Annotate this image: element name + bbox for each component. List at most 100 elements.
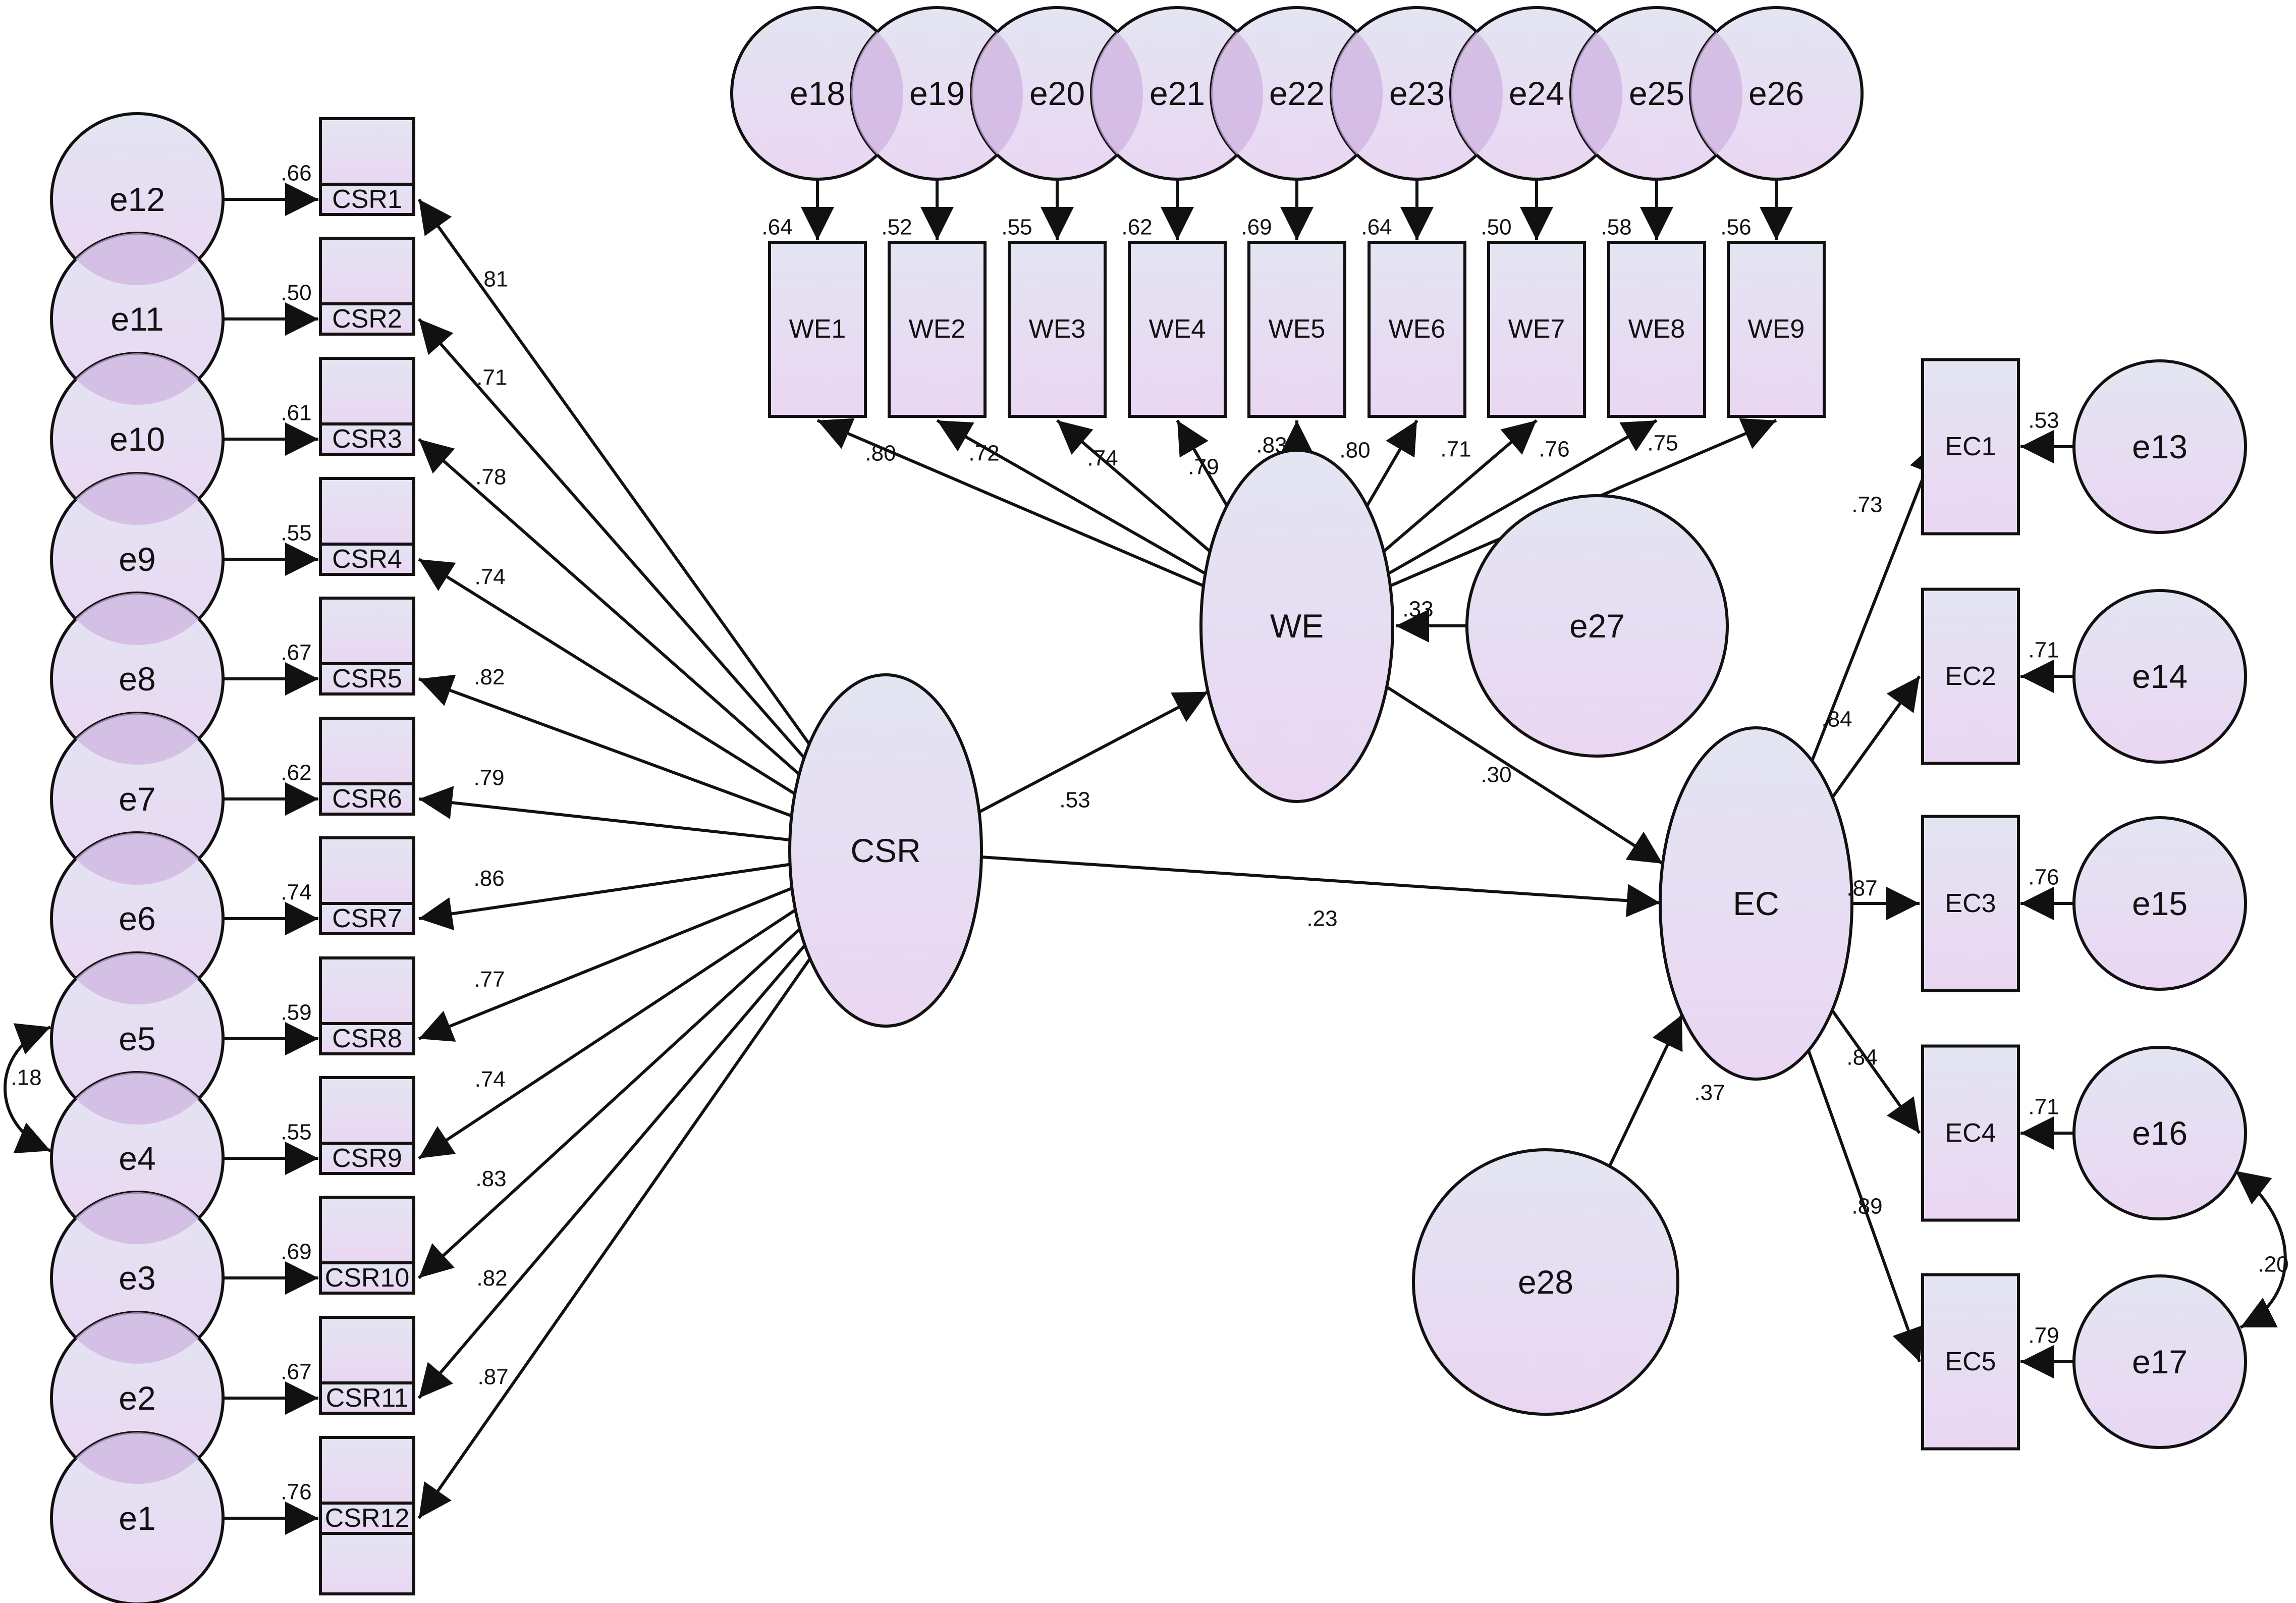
indicator-we3-label: WE3 — [1029, 314, 1086, 344]
structural-path-csr-we — [978, 690, 1209, 814]
loading-we8: .76 — [1539, 437, 1569, 462]
disturbance-e28 — [1412, 1148, 1679, 1416]
r2-csr8: .59 — [281, 1000, 311, 1025]
r2-csr6: .62 — [281, 761, 311, 785]
indicator-we8-label: WE8 — [1628, 314, 1685, 344]
indicator-ec1-label: EC1 — [1945, 432, 1996, 461]
error-e11-label: e11 — [111, 300, 163, 338]
error-e8-label: e8 — [119, 660, 155, 698]
indicator-csr12 — [319, 1502, 415, 1535]
loading-we5: .83 — [1256, 433, 1287, 458]
error-e21-label: e21 — [1150, 75, 1205, 112]
latent-we — [1199, 449, 1394, 803]
csr-spacer-box — [319, 1532, 415, 1595]
error-e13-label: e13 — [2132, 428, 2188, 465]
error-e14 — [2072, 589, 2247, 764]
indicator-we5 — [1247, 241, 1346, 418]
r2-ec2: .71 — [2028, 638, 2059, 663]
loading-path-ec5 — [1807, 1050, 1924, 1363]
disturbance-e28-label: e28 — [1518, 1263, 1573, 1301]
latent-csr — [788, 673, 983, 1028]
indicator-csr7-label: CSR7 — [332, 904, 402, 933]
indicator-ec5 — [1921, 1273, 2020, 1451]
indicator-csr2 — [319, 302, 415, 336]
csr-spacer-box — [319, 597, 415, 665]
indicator-csr6 — [319, 782, 415, 816]
loading-csr4: .74 — [474, 564, 505, 589]
r2-we3: .55 — [1001, 215, 1032, 240]
indicator-we9 — [1727, 241, 1826, 418]
csr-spacer-box — [319, 956, 415, 1025]
error-e13 — [2072, 359, 2247, 534]
loading-ec2: .84 — [1821, 707, 1852, 732]
indicator-we3 — [1008, 241, 1107, 418]
loading-path-we7 — [1383, 419, 1538, 553]
indicator-we1 — [768, 241, 867, 418]
loading-we6: .80 — [1339, 438, 1370, 463]
r2-csr10: .69 — [281, 1240, 311, 1264]
disturbance-e27 — [1465, 494, 1729, 758]
indicator-we1-label: WE1 — [789, 314, 846, 344]
r2-we2: .52 — [881, 215, 912, 240]
error-e20-label: e20 — [1029, 75, 1085, 112]
error-e19-label: e19 — [909, 75, 965, 112]
loading-path-we8 — [1387, 419, 1658, 575]
latent-csr-label: CSR — [850, 832, 920, 869]
indicator-csr8 — [319, 1022, 415, 1055]
indicator-csr10-label: CSR10 — [325, 1263, 410, 1293]
loading-we1: .80 — [865, 441, 896, 466]
loading-csr2: .71 — [476, 365, 507, 390]
covariance-label-e4-e5: .18 — [11, 1065, 41, 1090]
loading-path-we4 — [1176, 419, 1228, 507]
r2-csr7: .74 — [281, 880, 311, 905]
r2-we7: .50 — [1481, 215, 1511, 240]
r2-we9: .56 — [1720, 215, 1751, 240]
path-coef-we-ec: .30 — [1481, 763, 1511, 787]
indicator-csr9 — [319, 1142, 415, 1175]
csr-spacer-box — [319, 1076, 415, 1145]
indicator-ec2 — [1921, 587, 2020, 765]
error-e25-label: e25 — [1629, 75, 1684, 112]
indicator-we7 — [1487, 241, 1586, 418]
error-e22-label: e22 — [1269, 75, 1325, 112]
loading-csr12: .87 — [477, 1365, 508, 1390]
indicator-ec3 — [1921, 815, 2020, 992]
disturbance-path-e28 — [1608, 1014, 1683, 1167]
csr-spacer-box — [319, 237, 415, 305]
loading-path-csr3 — [418, 438, 800, 776]
error-e23-label: e23 — [1389, 75, 1445, 112]
r2-csr2: .50 — [281, 281, 311, 305]
indicator-ec2-label: EC2 — [1945, 662, 1996, 691]
r2-we5: .69 — [1241, 215, 1272, 240]
structural-path-csr-ec — [981, 855, 1661, 918]
r2-we6: .64 — [1361, 215, 1392, 240]
error-e3-label: e3 — [119, 1259, 155, 1297]
error-e10-label: e10 — [110, 420, 165, 458]
error-e1-label: e1 — [119, 1500, 155, 1537]
loading-path-csr5 — [418, 674, 792, 818]
latent-ec-label: EC — [1733, 885, 1779, 922]
error-e15 — [2072, 816, 2247, 991]
loading-csr5: .82 — [474, 665, 505, 689]
loading-csr11: .82 — [476, 1266, 507, 1291]
indicator-ec3-label: EC3 — [1945, 889, 1996, 918]
indicator-csr4-label: CSR4 — [332, 545, 402, 574]
loading-ec3: .87 — [1846, 876, 1877, 901]
error-e9-label: e9 — [119, 541, 155, 578]
loading-path-csr12 — [417, 957, 811, 1519]
indicator-we9-label: WE9 — [1748, 314, 1805, 344]
csr-spacer-box — [319, 1196, 415, 1264]
csr-spacer-box — [319, 717, 415, 785]
indicator-csr5 — [319, 662, 415, 696]
loading-path-ec2 — [1831, 675, 1921, 798]
csr-spacer-box — [319, 1316, 415, 1384]
r2-csr1: .66 — [281, 161, 311, 186]
indicator-we2 — [888, 241, 987, 418]
loading-path-ec4 — [1831, 1009, 1921, 1134]
error-e7-label: e7 — [119, 780, 155, 818]
latent-we-label: WE — [1270, 607, 1324, 645]
indicator-ec4-label: EC4 — [1945, 1118, 1996, 1148]
loading-ec1: .73 — [1851, 493, 1882, 517]
error-e17 — [2072, 1274, 2247, 1449]
